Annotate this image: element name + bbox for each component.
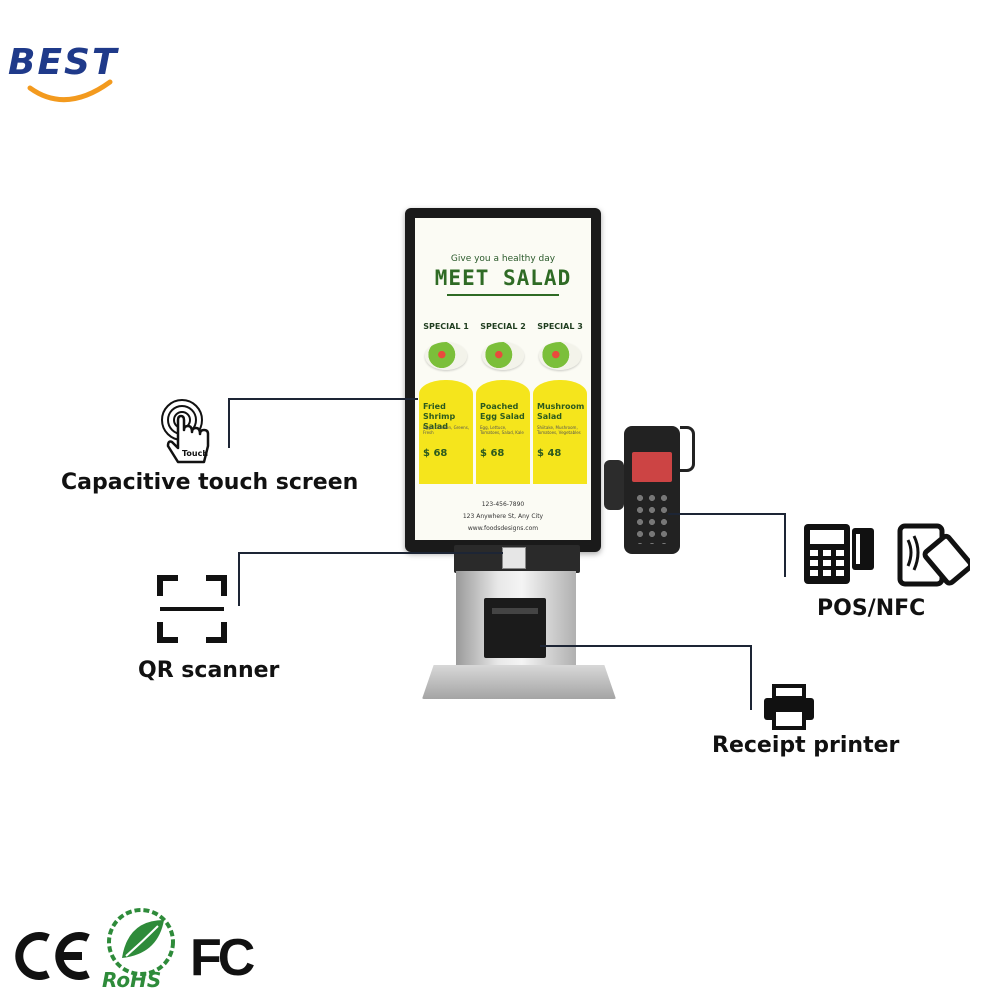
rohs-text: RoHS — [102, 968, 162, 992]
salad-image — [539, 342, 581, 370]
leader-line-printer — [750, 645, 752, 710]
special-card[interactable]: SPECIAL 2 Poached Egg Salad Egg, Lettuce… — [476, 322, 530, 484]
special-name: Mushroom Salad — [537, 402, 585, 421]
special-desc: Eggs, Chicken, Greens, Fresh — [423, 425, 470, 435]
special-desc: Shiitake, Mushroom, Tomatoes, Vegetables — [537, 425, 581, 435]
qr-scanner-window — [502, 547, 526, 569]
leader-line-touch — [228, 398, 418, 400]
leader-line-qr — [238, 552, 503, 554]
touch-icon-text: Touch — [182, 449, 209, 458]
leader-line-pos — [668, 513, 786, 515]
special-panel — [476, 380, 530, 484]
label-pos-nfc: POS/NFC — [817, 596, 926, 621]
fcc-mark: FC — [190, 928, 255, 988]
touch-hand-icon: Touch — [160, 396, 216, 470]
screen-title: MEET SALAD — [434, 266, 572, 290]
receipt-printer-unit — [484, 598, 546, 658]
special-card[interactable]: SPECIAL 3 Mushroom Salad Shiitake, Mushr… — [533, 322, 587, 484]
special-label: SPECIAL 3 — [537, 322, 583, 331]
special-price: $ 68 — [423, 448, 448, 459]
kiosk-base — [422, 665, 616, 699]
title-underline — [447, 294, 559, 296]
logo-text: BEST — [8, 42, 119, 83]
salad-image — [425, 342, 467, 370]
special-card[interactable]: SPECIAL 1 Fried Shrimp Salad Eggs, Chick… — [419, 322, 473, 484]
paper-slot — [492, 608, 538, 614]
screen-bezel: Give you a healthy day MEET SALAD SPECIA… — [405, 208, 601, 552]
leader-line-qr — [238, 552, 240, 606]
leader-line-pos — [784, 513, 786, 577]
special-name: Poached Egg Salad — [480, 402, 525, 421]
special-label: SPECIAL 2 — [480, 322, 526, 331]
label-receipt-printer: Receipt printer — [712, 733, 900, 758]
pos-terminal — [602, 420, 698, 560]
special-name: Fried Shrimp Salad — [423, 402, 456, 431]
pos-keypad — [634, 492, 670, 544]
screen-tagline: Give you a healthy day — [450, 254, 556, 264]
logo-swoosh-icon — [27, 79, 113, 103]
pos-mount — [604, 460, 624, 510]
screen-website: www.foodsdesigns.com — [467, 525, 539, 532]
ce-mark: CE — [14, 930, 94, 986]
nfc-tap-icon — [896, 522, 970, 588]
special-label: SPECIAL 1 — [423, 322, 469, 331]
kiosk-screen[interactable]: Give you a healthy day MEET SALAD SPECIA… — [415, 218, 591, 540]
leader-line-touch — [228, 398, 230, 448]
printer-icon — [760, 684, 818, 732]
leader-line-printer — [540, 645, 752, 647]
pos-screen — [632, 452, 672, 482]
label-capacitive-touch-screen: Capacitive touch screen — [61, 470, 359, 495]
label-qr-scanner: QR scanner — [138, 658, 280, 683]
special-desc: Egg, Lettuce, Tomatoes, Salad, Kale — [480, 425, 524, 435]
pos-clip — [680, 426, 695, 472]
special-price: $ 48 — [537, 448, 562, 459]
salad-image — [482, 342, 524, 370]
special-panel — [533, 380, 587, 484]
special-panel — [419, 380, 473, 484]
pos-body — [624, 426, 680, 554]
rohs-mark: RoHS — [98, 906, 184, 994]
card-terminal-icon — [802, 522, 878, 586]
qr-scan-icon — [156, 574, 228, 644]
special-price: $ 68 — [480, 448, 505, 459]
screen-address: 123 Anywhere St, Any City — [462, 513, 544, 520]
rohs-leaf-icon — [107, 908, 175, 976]
fcc-text: FC — [190, 929, 255, 987]
kiosk-device: Give you a healthy day MEET SALAD SPECIA… — [400, 205, 640, 705]
brand-logo: BEST — [6, 42, 126, 104]
screen-phone: 123-456-7890 — [481, 501, 525, 508]
